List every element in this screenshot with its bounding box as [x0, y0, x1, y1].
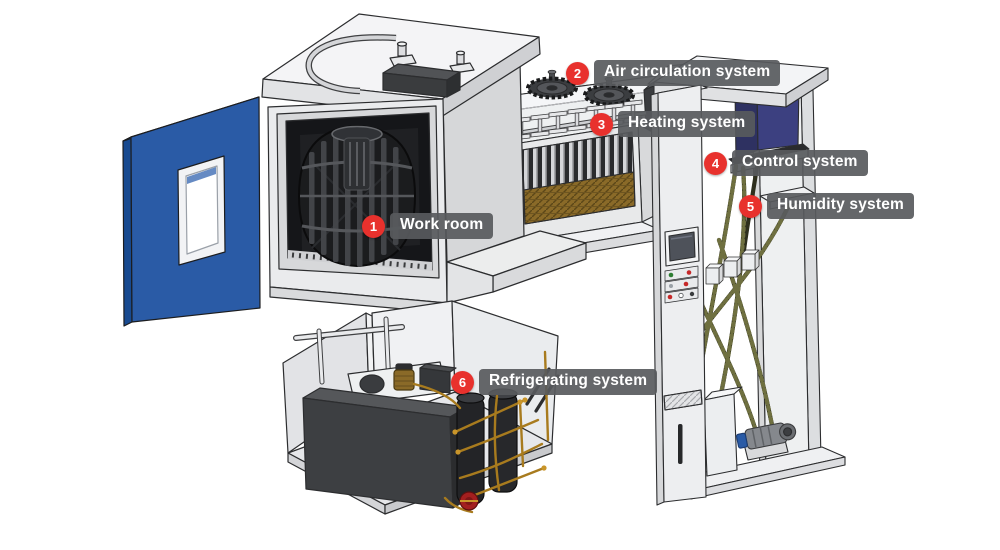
badge-4: 4: [704, 151, 727, 175]
label-humidity: Humidity system: [767, 193, 915, 219]
badge-2: 2: [566, 61, 589, 85]
water-tank: [703, 386, 743, 477]
test-chamber: [261, 13, 587, 314]
badge-1: 1: [362, 214, 385, 238]
junction-box: [382, 63, 461, 98]
frame-rails: [293, 316, 405, 390]
chamber-ledge: [446, 230, 587, 304]
blower-motor: [359, 374, 385, 394]
label-air-circulation: Air circulation system: [594, 60, 781, 86]
condenser-box: [302, 387, 471, 509]
callout-work-room: 1 Work room: [362, 211, 494, 241]
control-buttons: [664, 265, 699, 304]
control-screen: [664, 226, 700, 267]
humidity-system: [683, 157, 815, 477]
door-window: [177, 155, 226, 266]
label-refrigerating: Refrigerating system: [479, 369, 658, 395]
water-pump: [735, 422, 797, 461]
badge-5: 5: [739, 194, 762, 218]
control-column: [650, 84, 708, 506]
callout-heating: 3 Heating system: [590, 109, 756, 139]
cooling-coil-box: [513, 123, 659, 243]
work-room-cage: [298, 125, 416, 267]
label-work-room: Work room: [390, 213, 494, 239]
chamber-lid: [261, 13, 541, 118]
column-slot-handle: [678, 424, 683, 464]
callout-refrigerating: 6 Refrigerating system: [451, 367, 658, 397]
motor-mount-left: [389, 41, 417, 67]
label-control: Control system: [732, 150, 868, 176]
callout-control: 4 Control system: [704, 148, 868, 178]
chamber-door: [122, 96, 261, 327]
label-heating: Heating system: [618, 111, 756, 137]
motor-mount-right: [449, 50, 475, 74]
callout-air-circulation: 2 Air circulation system: [566, 58, 781, 88]
red-pump: [459, 491, 479, 511]
badge-3: 3: [590, 112, 613, 136]
column-grille: [663, 389, 703, 411]
badge-6: 6: [451, 370, 474, 394]
refrigeration-module: [282, 300, 560, 515]
floor-vents: [291, 252, 429, 270]
gold-canister: [393, 363, 415, 391]
callout-humidity: 5 Humidity system: [739, 191, 915, 221]
